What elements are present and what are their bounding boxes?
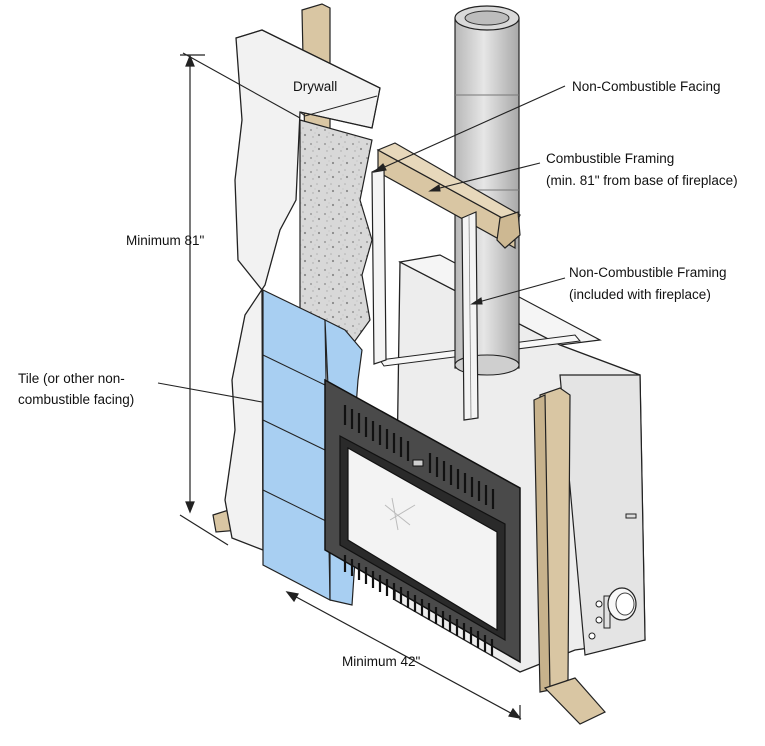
drywall-label: Drywall xyxy=(293,79,337,94)
bottom-louvers xyxy=(343,555,494,656)
combustible-framing-label: Combustible Framing xyxy=(546,151,674,166)
drywall-panel xyxy=(224,29,381,551)
tile-label-line2: combustible facing) xyxy=(18,392,134,407)
combustible-framing-header xyxy=(376,142,521,250)
width-dimension xyxy=(285,591,522,720)
leader-lines xyxy=(157,52,566,403)
fireplace-insert-frame xyxy=(324,378,521,664)
right-wood-stud xyxy=(533,387,606,725)
non-combustible-framing xyxy=(371,165,479,421)
non-combustible-facing-board xyxy=(299,119,373,346)
tile-label-line1: Tile (or other non- xyxy=(18,371,125,386)
non-combustible-framing-note: (included with fireplace) xyxy=(569,287,711,302)
non-combustible-framing-label: Non-Combustible Framing xyxy=(569,265,727,280)
combustible-framing-note: (min. 81" from base of fireplace) xyxy=(546,173,738,188)
minimum-width-label: Minimum 42" xyxy=(342,654,421,669)
height-dimension xyxy=(179,54,229,546)
air-intake-collar xyxy=(607,587,637,621)
glass-reflection xyxy=(384,497,416,531)
brand-badge xyxy=(412,459,424,467)
minimum-height-label: Minimum 81" xyxy=(126,233,205,248)
top-louvers xyxy=(343,405,495,509)
non-combustible-facing-label: Non-Combustible Facing xyxy=(572,79,721,94)
